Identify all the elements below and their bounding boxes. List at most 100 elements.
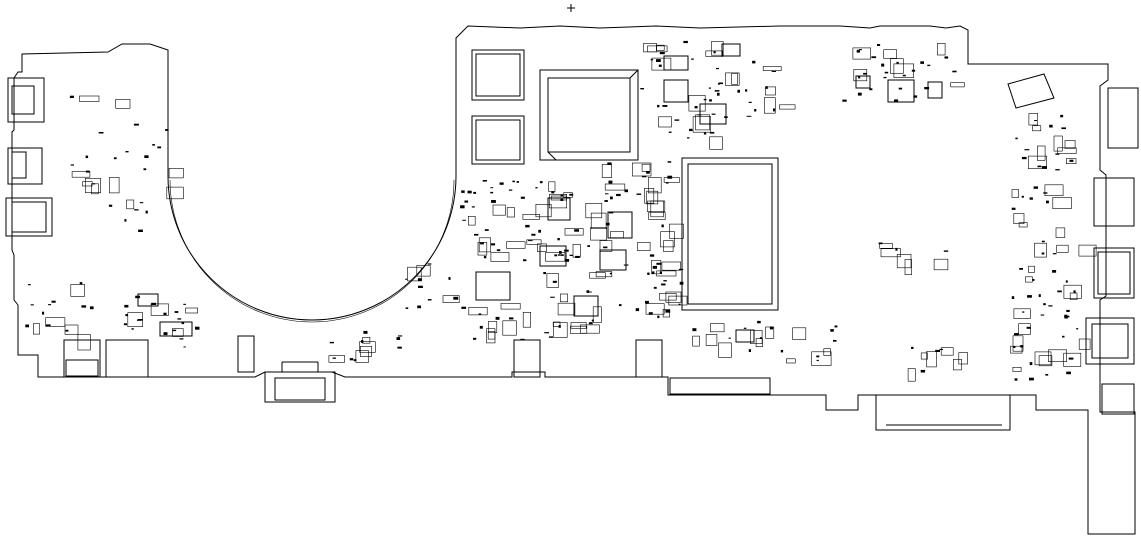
component-footprint bbox=[1063, 284, 1082, 299]
component-footprint bbox=[1044, 184, 1064, 197]
component-footprint bbox=[898, 87, 903, 90]
component-footprint bbox=[580, 324, 600, 334]
component-footprint bbox=[363, 330, 368, 334]
component-footprint bbox=[786, 358, 796, 364]
component-footprint bbox=[716, 67, 719, 70]
component-footprint bbox=[1045, 374, 1049, 376]
component-footprint bbox=[1052, 253, 1057, 255]
component-footprint bbox=[944, 56, 949, 59]
component-footprint bbox=[483, 255, 487, 259]
component-footprint bbox=[745, 89, 748, 92]
component-footprint bbox=[520, 196, 525, 199]
component-footprint bbox=[881, 63, 885, 67]
component-footprint bbox=[780, 349, 784, 353]
component-footprint bbox=[646, 190, 659, 205]
component-footprint bbox=[641, 163, 651, 172]
component-footprint bbox=[1029, 377, 1034, 381]
component-footprint bbox=[769, 326, 774, 330]
component-footprint bbox=[557, 302, 576, 316]
component-footprint bbox=[1048, 305, 1053, 307]
component-footprint bbox=[1052, 197, 1072, 209]
component-footprint bbox=[748, 349, 751, 352]
component-footprint bbox=[359, 341, 376, 353]
component-footprint bbox=[661, 261, 682, 271]
component-footprint bbox=[71, 171, 91, 178]
component-footprint bbox=[779, 104, 796, 110]
component-footprint bbox=[665, 291, 682, 303]
component-footprint bbox=[743, 327, 747, 329]
component-footprint bbox=[525, 224, 530, 228]
component-footprint bbox=[473, 337, 477, 340]
component-footprint bbox=[667, 161, 672, 163]
component-footprint bbox=[1018, 222, 1028, 228]
component-footprint bbox=[163, 332, 168, 336]
component-footprint bbox=[709, 131, 715, 134]
component-footprint bbox=[479, 325, 483, 329]
component-footprint bbox=[478, 237, 492, 253]
component-footprint bbox=[495, 316, 500, 320]
component-chip bbox=[663, 55, 689, 71]
component-footprint bbox=[616, 193, 621, 197]
component-footprint bbox=[830, 329, 834, 332]
component-footprint bbox=[657, 315, 660, 319]
component-footprint bbox=[1068, 357, 1074, 360]
component-footprint bbox=[653, 286, 657, 289]
component-footprint bbox=[560, 254, 564, 256]
component-footprint bbox=[904, 259, 912, 275]
component-footprint bbox=[669, 223, 684, 239]
component-footprint bbox=[467, 216, 476, 226]
component-footprint bbox=[133, 123, 139, 126]
component-footprint bbox=[592, 306, 602, 323]
component-footprint bbox=[659, 51, 665, 55]
component-footprint bbox=[407, 266, 422, 282]
component-footprint bbox=[115, 99, 131, 109]
component-footprint bbox=[134, 209, 139, 211]
component-footprint bbox=[695, 114, 710, 131]
component-footprint bbox=[668, 295, 688, 306]
component-footprint bbox=[834, 325, 838, 328]
component-footprint bbox=[647, 200, 666, 212]
component-footprint bbox=[1069, 292, 1078, 300]
component-footprint bbox=[880, 248, 901, 258]
component-footprint bbox=[64, 324, 79, 335]
component-footprint bbox=[488, 321, 498, 333]
component-footprint bbox=[1028, 265, 1035, 273]
component-footprint bbox=[93, 183, 96, 185]
component-footprint bbox=[490, 243, 496, 246]
component-footprint bbox=[70, 284, 85, 297]
component-footprint bbox=[608, 180, 613, 184]
component-footprint bbox=[859, 49, 862, 51]
component-footprint bbox=[646, 171, 650, 174]
component-footprint bbox=[150, 303, 169, 316]
component-footprint bbox=[896, 61, 899, 64]
component-footprint bbox=[90, 306, 94, 310]
component-footprint bbox=[665, 309, 671, 313]
component-footprint bbox=[926, 351, 937, 368]
component-footprint bbox=[417, 305, 421, 309]
vga-connector bbox=[264, 361, 336, 403]
component-footprint bbox=[1063, 352, 1082, 367]
component-footprint bbox=[477, 242, 488, 256]
component-footprint bbox=[1013, 213, 1025, 224]
component-footprint bbox=[145, 210, 148, 214]
component-footprint bbox=[531, 233, 536, 236]
component-footprint bbox=[663, 280, 667, 282]
component-footprint bbox=[1052, 270, 1057, 273]
component-footprint bbox=[143, 168, 147, 171]
component-chip bbox=[573, 295, 599, 317]
component-footprint bbox=[1041, 252, 1045, 255]
component-footprint bbox=[139, 202, 144, 204]
component-footprint bbox=[920, 61, 924, 64]
component-footprint bbox=[896, 254, 912, 269]
component-footprint bbox=[1055, 153, 1060, 155]
component-footprint bbox=[590, 227, 608, 241]
component-footprint bbox=[544, 332, 549, 334]
component-footprint bbox=[842, 99, 847, 102]
component-footprint bbox=[792, 327, 807, 340]
component-footprint bbox=[656, 262, 662, 265]
component-footprint bbox=[811, 351, 832, 366]
component-footprint bbox=[607, 162, 612, 165]
component-footprint bbox=[539, 181, 543, 184]
component-footprint bbox=[599, 240, 613, 252]
component-footprint bbox=[755, 338, 763, 348]
